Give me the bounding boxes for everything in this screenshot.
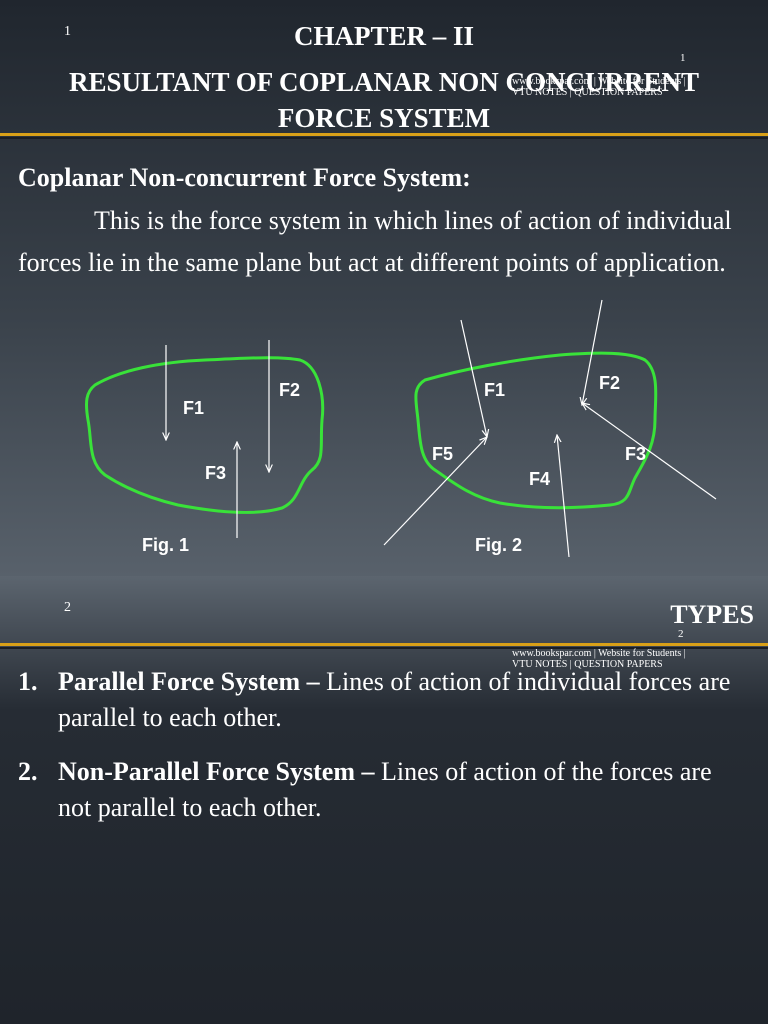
definition-paragraph: This is the force system in which lines … bbox=[18, 200, 738, 284]
fig2-arrow-f5 bbox=[383, 437, 487, 546]
fig2-arrow-f2 bbox=[582, 299, 603, 405]
fig2-label-f1: F1 bbox=[484, 380, 506, 400]
fig2-arrow-f3 bbox=[582, 403, 717, 500]
title-rule bbox=[0, 643, 768, 646]
fig2-label-f4: F4 bbox=[529, 469, 551, 489]
title-rule-shadow bbox=[0, 137, 768, 139]
section-heading: Coplanar Non-concurrent Force System: bbox=[18, 163, 471, 192]
fig1-label-f1: F1 bbox=[183, 398, 205, 418]
slide-title: TYPES bbox=[670, 600, 754, 629]
fig1-label-f3: F3 bbox=[205, 463, 227, 483]
fig1-body-outline bbox=[85, 356, 325, 514]
definition-text: This is the force system in which lines … bbox=[18, 206, 732, 277]
fig2-label-f3: F3 bbox=[625, 444, 647, 464]
list-description: Lines of action of the forces are not pa… bbox=[58, 757, 712, 822]
page-number: 2 bbox=[64, 600, 71, 615]
fig2-body-outline bbox=[414, 351, 658, 510]
watermark-number: 2 bbox=[678, 628, 684, 640]
slide-2: 2 TYPES 2 www.bookspar.com | Website for… bbox=[0, 576, 768, 1024]
fig1-label-f2: F2 bbox=[279, 380, 301, 400]
slide-title-line-2: FORCE SYSTEM bbox=[277, 103, 491, 133]
slide-title-line-1: RESULTANT OF COPLANAR NON CONCURRENT bbox=[68, 67, 700, 97]
list-item: 2. Non-Parallel Force System – Lines of … bbox=[18, 754, 748, 826]
list-number: 1. bbox=[18, 667, 38, 696]
chapter-title: CHAPTER – II bbox=[293, 21, 475, 51]
fig1-caption: Fig. 1 bbox=[142, 535, 190, 555]
fig2-arrow-f4 bbox=[557, 435, 570, 558]
title-rule-shadow bbox=[0, 647, 768, 649]
fig2-label-f2: F2 bbox=[599, 373, 621, 393]
watermark-text: www.bookspar.com | Website for Students … bbox=[512, 648, 686, 670]
list-term: Non-Parallel Force System – bbox=[58, 757, 375, 786]
list-item: 1. Parallel Force System – Lines of acti… bbox=[18, 664, 748, 736]
force-diagrams bbox=[85, 299, 717, 558]
list-number: 2. bbox=[18, 757, 38, 786]
slide-1: 1 CHAPTER – II RESULTANT OF COPLANAR NON… bbox=[0, 0, 768, 576]
fig2-caption: Fig. 2 bbox=[475, 535, 523, 555]
list-description: Lines of action of individual forces are… bbox=[58, 667, 731, 732]
fig2-arrow-f1 bbox=[460, 319, 487, 437]
list-term: Parallel Force System – bbox=[58, 667, 320, 696]
watermark-text: www.bookspar.com | Website for Students … bbox=[512, 76, 686, 98]
types-list: 1. Parallel Force System – Lines of acti… bbox=[18, 664, 748, 844]
page-number: 1 bbox=[64, 24, 71, 39]
watermark-number: 1 bbox=[680, 52, 686, 64]
fig2-label-f5: F5 bbox=[432, 444, 454, 464]
title-rule bbox=[0, 133, 768, 136]
